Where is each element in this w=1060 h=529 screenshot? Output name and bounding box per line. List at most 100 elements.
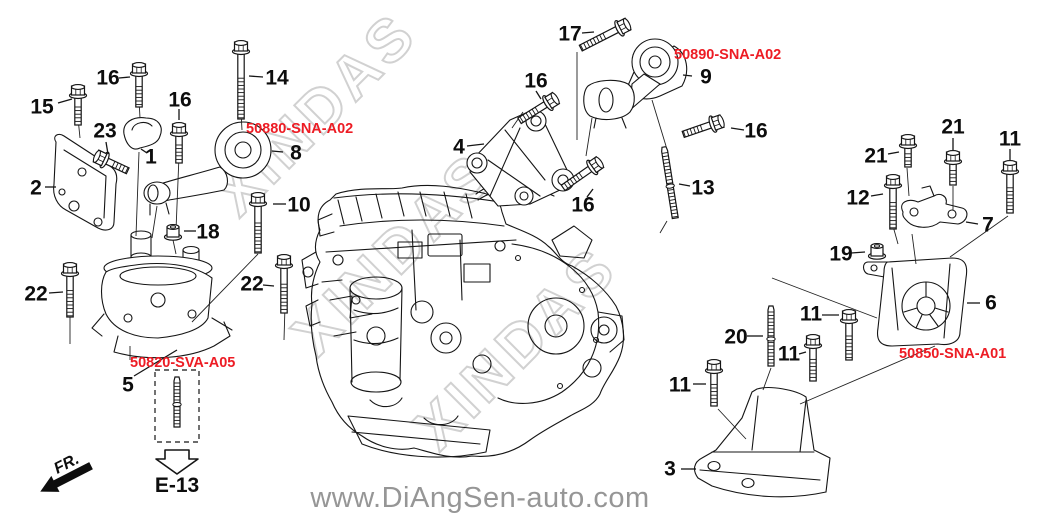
callout-21: 21 — [941, 116, 965, 139]
part-number-text: 50820-SVA-A05 — [130, 355, 235, 371]
callout-10: 10 — [287, 194, 310, 217]
part-number-text: 50890-SNA-A02 — [674, 47, 781, 63]
callout-22: 22 — [240, 273, 263, 296]
e13-reference: E-13 — [154, 369, 200, 497]
bolt-icon — [274, 254, 294, 314]
callout-23: 23 — [93, 120, 116, 143]
leader-line — [271, 150, 284, 153]
stud-icon — [766, 305, 776, 367]
part-5-engine-mount — [91, 230, 233, 359]
bolt-icon — [578, 17, 632, 52]
leader-line — [870, 193, 884, 197]
leader-line — [730, 127, 745, 131]
e13-label: E-13 — [155, 474, 199, 497]
callout-3: 3 — [664, 458, 676, 481]
leader-line — [798, 351, 807, 355]
fastener-layer — [60, 17, 1020, 428]
part-3-bracket — [693, 387, 831, 498]
bolt-icon — [839, 309, 859, 361]
callout-22: 22 — [24, 283, 47, 306]
callout-9: 9 — [700, 66, 712, 89]
leader-line — [586, 188, 594, 198]
bolt-icon — [803, 334, 823, 382]
fr-orientation: FR. — [40, 451, 93, 492]
leader-line — [682, 74, 693, 77]
e13-down-arrow-icon — [155, 449, 199, 475]
leader-line — [965, 221, 979, 225]
stud-icon — [172, 376, 182, 428]
part-8-torque-rod — [143, 121, 272, 216]
part-number-text: 50880-SNA-A02 — [246, 121, 353, 137]
callout-11: 11 — [800, 303, 823, 326]
callout-19: 19 — [829, 243, 852, 266]
leader-line — [48, 291, 64, 294]
leader-line — [133, 349, 178, 377]
callout-16: 16 — [96, 67, 119, 90]
part-1-clamp — [123, 117, 162, 150]
nut-icon — [867, 243, 887, 260]
callout-21: 21 — [864, 145, 888, 168]
guide-lines — [69, 52, 1009, 440]
leader-line — [850, 251, 866, 254]
callout-16: 16 — [571, 194, 594, 217]
leader-line — [105, 141, 109, 155]
callout-16: 16 — [744, 120, 767, 143]
callout-1: 1 — [145, 146, 157, 169]
bolt-icon — [1000, 160, 1020, 214]
bolt-icon — [129, 62, 149, 108]
part-2-bracket — [53, 133, 118, 231]
leader-line — [466, 143, 485, 147]
website-footer: www.DiAngSen-auto.com — [310, 482, 650, 514]
engine-illustration — [301, 180, 625, 458]
leader-line — [678, 183, 691, 187]
callout-12: 12 — [846, 187, 869, 210]
nut-icon — [163, 224, 183, 241]
callout-16: 16 — [524, 70, 547, 93]
bolt-icon — [883, 174, 903, 230]
part-9-torque-rod — [583, 38, 688, 129]
leader-line — [887, 151, 900, 155]
part-number-text: 50850-SNA-A01 — [899, 346, 1006, 362]
callout-8: 8 — [290, 142, 302, 165]
callout-16: 16 — [168, 89, 191, 112]
part-7-bracket — [901, 185, 968, 228]
bolt-icon — [169, 122, 189, 164]
leader-line — [248, 75, 264, 78]
fr-arrow-icon — [40, 462, 93, 492]
leader-line — [118, 76, 131, 79]
stud-icon — [661, 146, 679, 220]
leader-line — [262, 284, 275, 287]
callout-13: 13 — [691, 177, 714, 200]
bolt-icon — [60, 262, 80, 318]
callout-11: 11 — [999, 128, 1022, 151]
bolt-icon — [943, 150, 963, 186]
bolt-icon — [248, 192, 268, 254]
e13-dashed-box — [154, 369, 200, 443]
callout-6: 6 — [985, 292, 997, 315]
leader-line — [581, 31, 595, 34]
bolt-icon — [681, 114, 725, 139]
bolt-icon — [92, 149, 130, 175]
bolt-icon — [517, 91, 561, 125]
bolt-icon — [560, 155, 605, 192]
part-6-engine-mount — [862, 257, 968, 347]
callout-18: 18 — [196, 221, 220, 244]
callout-7: 7 — [982, 214, 994, 237]
callout-15: 15 — [30, 96, 54, 119]
bolt-icon — [704, 359, 724, 407]
part-number-layer: 50880-SNA-A02 50890-SNA-A02 50820-SVA-A05 5… — [130, 47, 1006, 371]
bolt-icon — [898, 134, 918, 168]
callout-17: 17 — [558, 23, 581, 46]
leader-line — [57, 98, 73, 104]
callout-14: 14 — [265, 67, 289, 90]
leader-line — [140, 148, 148, 154]
leader-line-layer — [45, 31, 1011, 470]
callout-11: 11 — [669, 374, 692, 397]
callout-5: 5 — [122, 374, 134, 397]
callout-20: 20 — [724, 326, 747, 349]
bolt-icon — [231, 40, 251, 120]
bolt-icon — [68, 84, 88, 126]
